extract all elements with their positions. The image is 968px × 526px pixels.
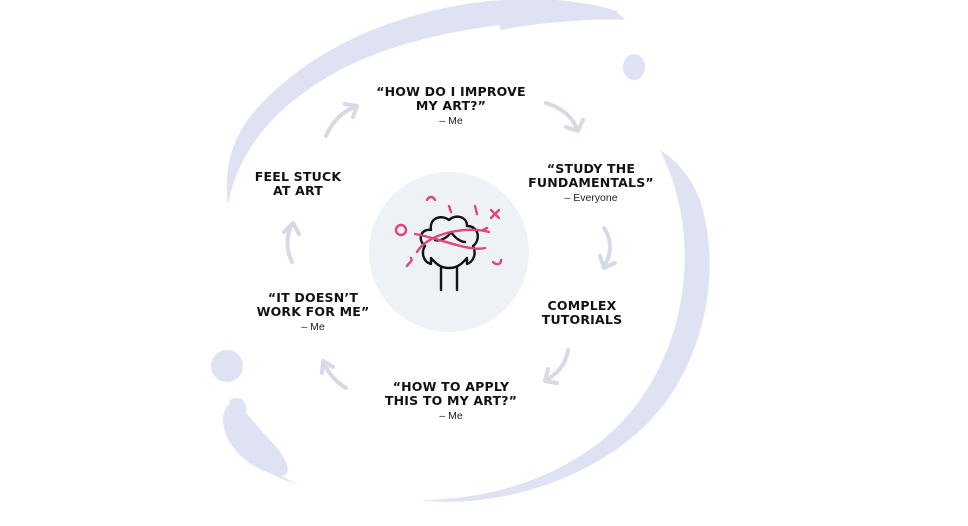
step-study-the-fundamentals: “STUDY THE FUNDAMENTALS” – Everyone <box>526 162 656 205</box>
step-attribution: – Me <box>439 115 463 127</box>
step-text: FEEL STUCK AT ART <box>248 170 348 198</box>
confused-girl-icon <box>394 195 503 292</box>
step-text: “IT DOESN’T WORK FOR ME” <box>250 291 376 319</box>
step-line: “HOW TO APPLY <box>392 379 510 394</box>
step-text: COMPLEX TUTORIALS <box>527 299 637 327</box>
step-line: COMPLEX <box>547 298 617 313</box>
step-line: MY ART?” <box>415 98 487 113</box>
step-text: “HOW TO APPLY THIS TO MY ART?” <box>371 380 531 408</box>
step-line: “HOW DO I IMPROVE <box>376 84 526 99</box>
step-attribution: – Me <box>301 321 325 333</box>
step-text: “STUDY THE FUNDAMENTALS” <box>526 162 656 190</box>
step-it-doesnt-work: “IT DOESN’T WORK FOR ME” – Me <box>250 291 376 334</box>
step-line: WORK FOR ME” <box>256 304 370 319</box>
step-line: TUTORIALS <box>541 312 623 327</box>
step-line: FEEL STUCK <box>254 169 342 184</box>
step-how-do-i-improve: “HOW DO I IMPROVE MY ART?” – Me <box>371 85 531 128</box>
step-line: AT ART <box>272 183 324 198</box>
step-feel-stuck: FEEL STUCK AT ART <box>248 170 348 198</box>
step-attribution: – Me <box>439 410 463 422</box>
step-text: “HOW DO I IMPROVE MY ART?” <box>371 85 531 113</box>
step-attribution: – Everyone <box>564 192 618 204</box>
center-circle <box>369 172 529 332</box>
step-line: THIS TO MY ART?” <box>384 393 518 408</box>
step-line: “IT DOESN’T <box>267 290 359 305</box>
step-line: FUNDAMENTALS” <box>528 175 654 190</box>
step-how-to-apply: “HOW TO APPLY THIS TO MY ART?” – Me <box>371 380 531 423</box>
step-line: “STUDY THE <box>546 161 636 176</box>
step-complex-tutorials: COMPLEX TUTORIALS <box>527 299 637 327</box>
